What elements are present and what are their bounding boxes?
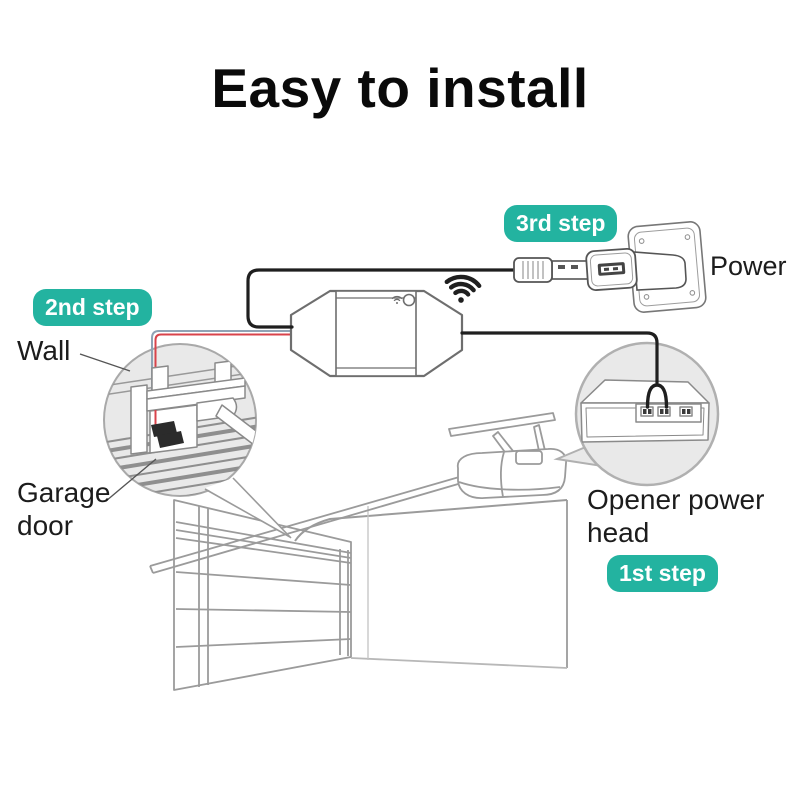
garage-door-label: Garage door <box>17 477 111 541</box>
opener-wire-loop <box>645 383 669 409</box>
opener-head-unit <box>448 412 567 499</box>
garage-door-leader-line <box>105 458 157 502</box>
wall-leader-line <box>79 353 131 372</box>
wall-label: Wall <box>17 335 71 366</box>
opener-power-head-label: Opener power head <box>587 484 765 548</box>
wifi-status-icon <box>391 295 403 304</box>
opener-signal-cable <box>460 331 659 385</box>
terminal-block <box>640 406 693 417</box>
page-title: Easy to install <box>211 57 589 119</box>
pairing-button <box>402 293 416 307</box>
garage-door-drawing <box>173 499 352 691</box>
step-badge-3rd: 3rd step <box>504 205 618 242</box>
wire-connector <box>151 421 184 448</box>
wifi-signal-icon <box>444 274 482 303</box>
inset-pointer-wedge <box>204 477 292 539</box>
power-adapter-front <box>585 247 638 291</box>
power-adapter-body <box>633 251 687 291</box>
low-voltage-wires <box>151 330 292 398</box>
usb-plug <box>513 257 593 283</box>
garage-scene <box>149 412 568 691</box>
step-badge-1st: 1st step <box>607 555 718 592</box>
opener-rail <box>149 468 490 574</box>
power-label: Power <box>710 251 787 281</box>
wall-bracket-inset <box>103 330 292 539</box>
usb-port <box>597 262 626 276</box>
power-cable <box>246 268 518 329</box>
wifi-controller-device <box>289 289 464 378</box>
step-badge-2nd: 2nd step <box>33 289 152 326</box>
opener-terminals-inset <box>553 341 720 487</box>
